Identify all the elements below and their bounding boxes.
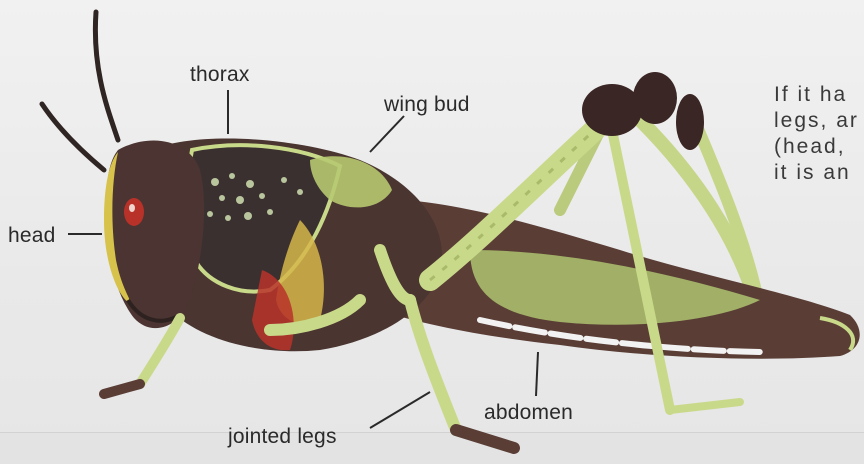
side-text-line: legs, ar	[774, 108, 864, 134]
label-head: head	[8, 225, 56, 246]
label-thorax: thorax	[190, 64, 250, 85]
antennae	[42, 12, 118, 170]
label-wing-bud: wing bud	[384, 94, 470, 115]
side-text-line: it is an	[774, 160, 864, 186]
label-abdomen: abdomen	[484, 402, 573, 423]
side-text-line: If it ha	[774, 82, 864, 108]
head-shape	[104, 140, 204, 328]
side-caption-text: If it ha legs, ar (head, it is an	[774, 82, 864, 186]
label-jointed-legs: jointed legs	[228, 426, 337, 447]
side-text-line: (head,	[774, 134, 864, 160]
